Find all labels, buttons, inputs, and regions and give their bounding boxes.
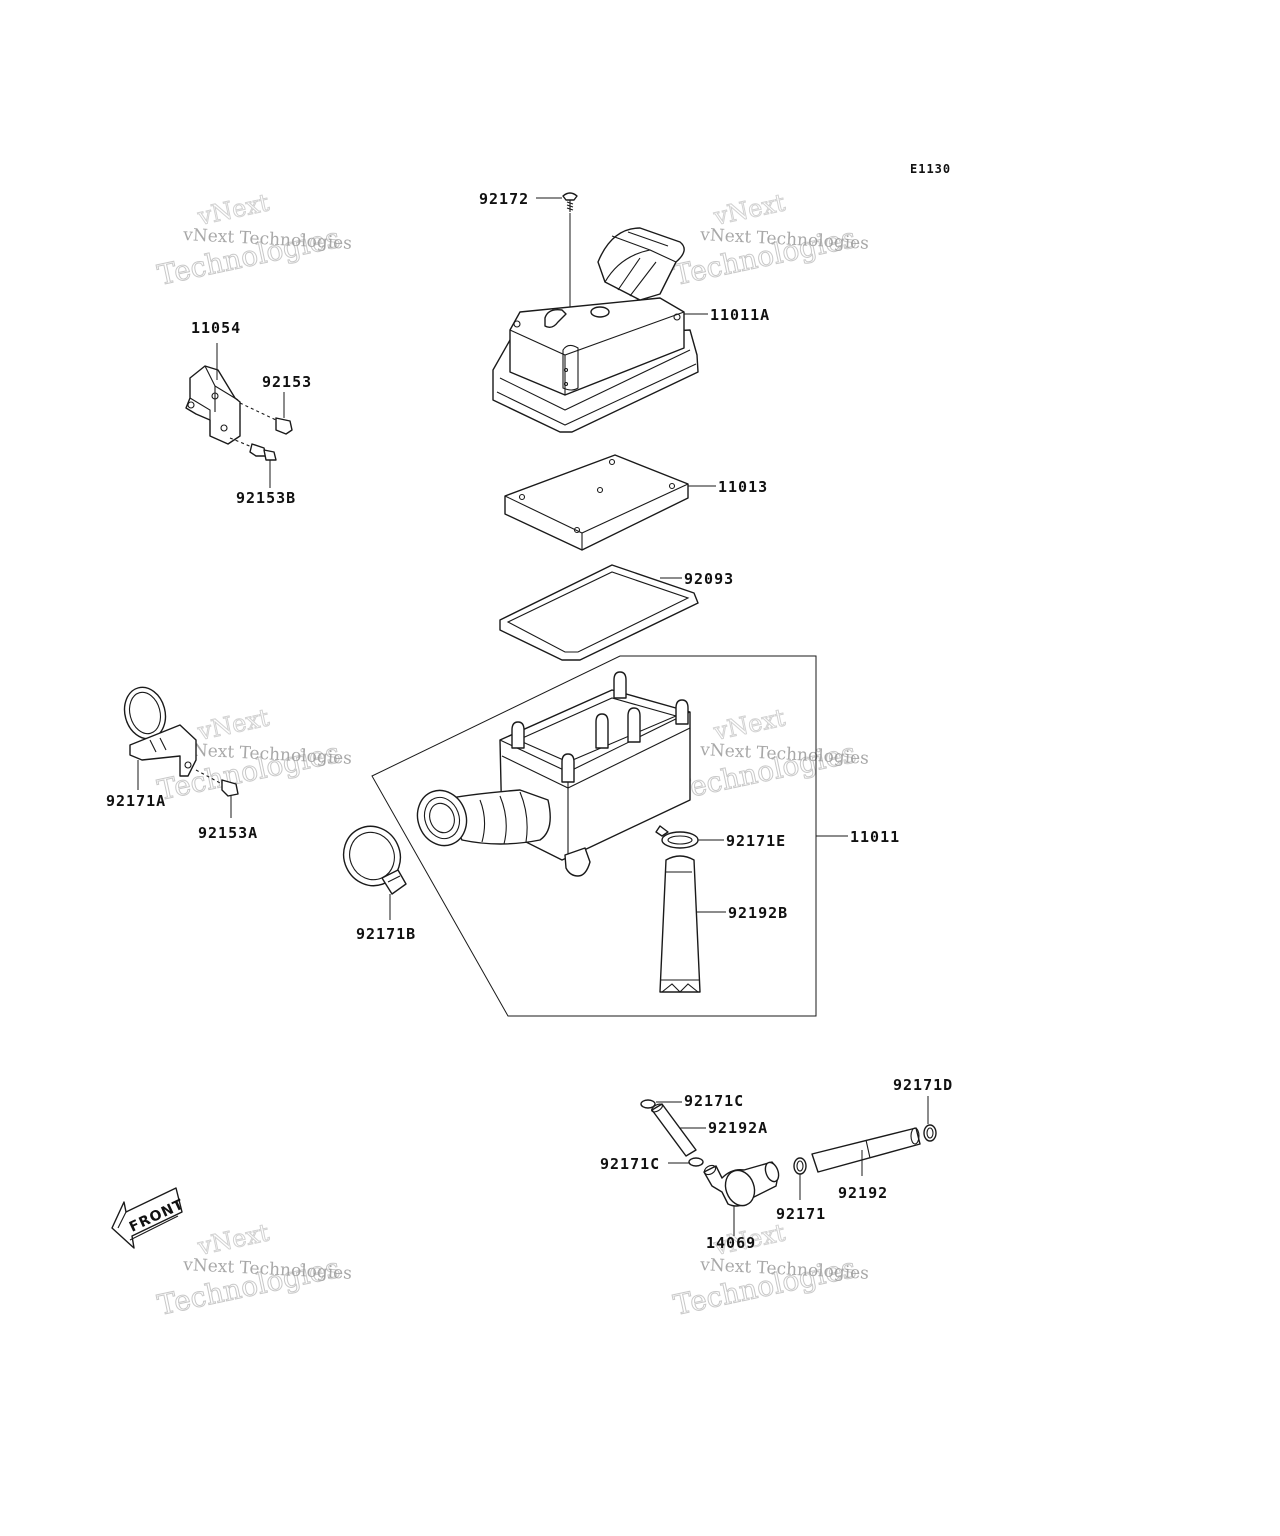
part-92171D-clamp[interactable] (923, 1124, 937, 1142)
watermark-mid-right-small: vNext (710, 703, 789, 747)
part-92192A-hose[interactable] (650, 1102, 697, 1157)
watermark-top-left-small: vNext (194, 188, 273, 232)
part-11011-housing[interactable] (410, 671, 691, 877)
label-92171C-top[interactable]: 92171C (684, 1092, 744, 1110)
part-14069-breather[interactable] (703, 1161, 781, 1210)
watermark-text: vNext (710, 703, 788, 746)
part-92171B-clamp[interactable] (334, 817, 410, 895)
part-92093-gasket[interactable] (499, 564, 699, 661)
front-arrow: FRONT (111, 1187, 187, 1249)
label-92171B[interactable]: 92171B (356, 925, 416, 943)
part-92172-screw[interactable] (562, 192, 578, 212)
part-92153B-bolt[interactable] (229, 437, 277, 461)
label-14069[interactable]: 14069 (706, 1234, 756, 1252)
label-92172[interactable]: 92172 (479, 190, 529, 208)
watermark-text: vNext (194, 1218, 272, 1261)
part-11011A-cover[interactable] (492, 227, 699, 433)
part-92171E-clamp[interactable] (655, 825, 699, 849)
part-92153-bolt[interactable] (239, 402, 293, 435)
label-92192B[interactable]: 92192B (728, 904, 788, 922)
label-11013[interactable]: 11013 (718, 478, 768, 496)
label-92153A[interactable]: 92153A (198, 824, 258, 842)
part-11013-plate[interactable] (504, 454, 689, 551)
label-92192A[interactable]: 92192A (708, 1119, 768, 1137)
watermark-text: vNext (194, 703, 272, 746)
label-92171D[interactable]: 92171D (893, 1076, 953, 1094)
watermark-bottom-left-small: vNext (194, 1218, 273, 1262)
part-92192B-hose[interactable] (659, 855, 701, 993)
part-11054-bracket[interactable] (185, 365, 241, 445)
part-92192-hose[interactable] (811, 1127, 921, 1173)
label-92171A[interactable]: 92171A (106, 792, 166, 810)
label-92171C-bottom[interactable]: 92171C (600, 1155, 660, 1173)
watermark-top-right-small: vNext (710, 188, 789, 232)
part-92171A-clamp[interactable] (119, 683, 197, 777)
watermark-text: vNext (710, 188, 788, 231)
part-92171-clamp[interactable] (793, 1157, 807, 1175)
watermark-text: vNext (194, 188, 272, 231)
label-11054[interactable]: 11054 (191, 319, 241, 337)
part-92153A-bolt[interactable] (195, 769, 239, 797)
label-92171[interactable]: 92171 (776, 1205, 826, 1223)
part-92171C-bottom-clamp[interactable] (688, 1157, 704, 1167)
diagram-code: E1130 (910, 162, 951, 176)
label-11011[interactable]: 11011 (850, 828, 900, 846)
label-92093[interactable]: 92093 (684, 570, 734, 588)
label-92153[interactable]: 92153 (262, 373, 312, 391)
watermark-mid-left-small: vNext (194, 703, 273, 747)
label-92153B[interactable]: 92153B (236, 489, 296, 507)
label-92171E[interactable]: 92171E (726, 832, 786, 850)
label-11011A[interactable]: 11011A (710, 306, 770, 324)
label-92192[interactable]: 92192 (838, 1184, 888, 1202)
part-92171C-top-clamp[interactable] (640, 1099, 656, 1109)
